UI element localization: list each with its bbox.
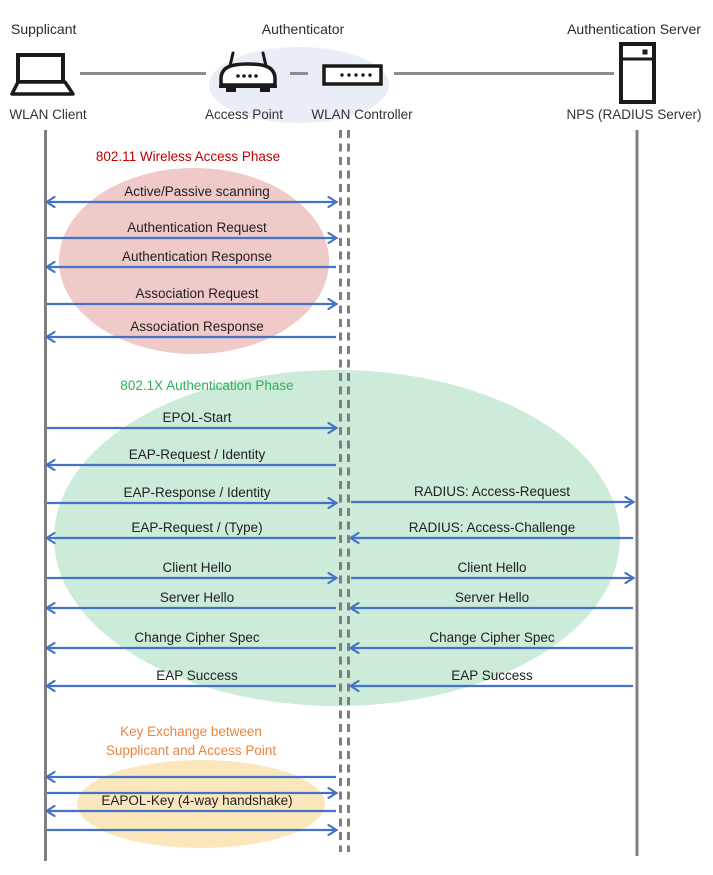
message-label: Client Hello <box>457 560 527 575</box>
message-label: Association Request <box>135 286 259 301</box>
phase2-title: 802.1X Authentication Phase <box>120 378 294 393</box>
message-label: Association Response <box>130 319 264 334</box>
message-label: EAP-Response / Identity <box>123 485 271 500</box>
message-label: EAP Success <box>451 668 533 683</box>
device-label-wlan-controller: WLAN Controller <box>311 107 413 122</box>
device-label-access-point: Access Point <box>204 107 284 122</box>
phase2-ellipse <box>54 370 620 706</box>
message-label: Change Cipher Spec <box>134 630 260 645</box>
server-icon <box>619 42 656 104</box>
message-label: Active/Passive scanning <box>124 184 270 199</box>
message-label: RADIUS: Access-Challenge <box>408 520 576 535</box>
phase3-title-line1: Key Exchange between <box>120 724 262 739</box>
message-label: EAP-Request / (Type) <box>131 520 263 535</box>
message-label: Authentication Response <box>121 249 273 264</box>
actor-role-authenticator: Authenticator <box>261 21 345 37</box>
phase3-ellipse <box>77 760 325 848</box>
wlan-controller-icon <box>322 64 383 86</box>
message-label: Client Hello <box>162 560 232 575</box>
message-label: Server Hello <box>159 590 235 605</box>
message-label: Server Hello <box>454 590 530 605</box>
phase3-title: Key Exchange between Supplicant and Acce… <box>106 722 276 760</box>
actor-role-auth-server: Authentication Server <box>567 21 701 37</box>
message-label: EAP-Request / Identity <box>128 447 266 462</box>
phase3-title-line2: Supplicant and Access Point <box>105 743 277 758</box>
access-point-icon <box>219 51 277 92</box>
message-label: Change Cipher Spec <box>429 630 555 645</box>
message-label: EAP Success <box>156 668 238 683</box>
message-label: EAPOL-Key (4-way handshake) <box>101 793 293 808</box>
message-label: EPOL-Start <box>162 410 232 425</box>
phase1-ellipse <box>59 168 329 354</box>
device-label-nps: NPS (RADIUS Server) <box>566 107 702 122</box>
message-arrows-layer <box>47 202 633 830</box>
message-label: RADIUS: Access-Request <box>413 484 571 499</box>
laptop-icon <box>10 53 75 96</box>
device-label-wlan-client: WLAN Client <box>9 107 87 122</box>
phase1-title: 802.11 Wireless Access Phase <box>95 149 281 164</box>
actor-role-supplicant: Supplicant <box>11 21 77 37</box>
message-label: Authentication Request <box>127 220 267 235</box>
